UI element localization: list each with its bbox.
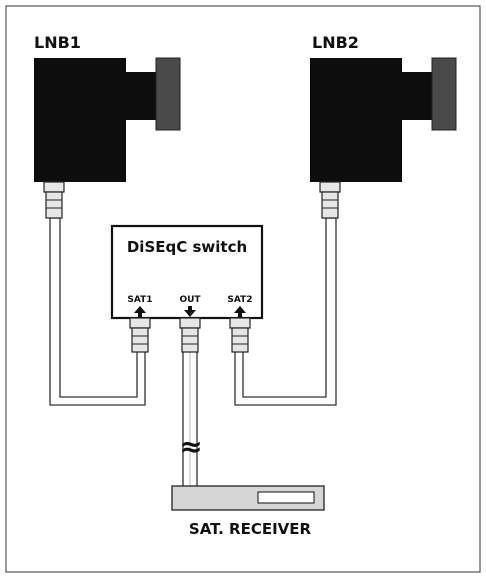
lnb2-label: LNB2 (312, 33, 359, 52)
port-sat2-label: SAT2 (227, 295, 252, 305)
sat-receiver (171, 485, 325, 511)
lnb1-connector-plug (45, 191, 63, 219)
lnb1-connector-nut (43, 181, 65, 193)
lnb1-body (34, 58, 126, 182)
switch-title: DiSEqC switch (127, 238, 247, 256)
port-out-label: OUT (179, 295, 201, 305)
lnb1-label: LNB1 (34, 33, 81, 52)
arrow-up-icon (134, 306, 146, 317)
lnb2-flange (431, 57, 457, 131)
cable-break-symbol: ≈ (179, 430, 202, 463)
lnb2 (310, 57, 457, 219)
lnb2-connector-plug (321, 191, 339, 219)
connector-sat1 (129, 317, 151, 353)
receiver-label: SAT. RECEIVER (189, 520, 312, 538)
connector-out (179, 317, 201, 353)
arrow-down-icon (184, 306, 196, 317)
port-sat1-label: SAT1 (127, 295, 152, 305)
lnb2-neck (400, 72, 434, 120)
switch-box (110, 224, 264, 320)
lnb1 (34, 57, 181, 219)
receiver-display (257, 491, 315, 504)
lnb1-flange (155, 57, 181, 131)
diseqc-switch: DiSEqC switch SAT1 OUT SAT2 (110, 224, 264, 320)
arrow-up-icon (234, 306, 246, 317)
lnb2-body (310, 58, 402, 182)
lnb2-connector-nut (319, 181, 341, 193)
connector-sat2 (229, 317, 251, 353)
lnb1-neck (124, 72, 158, 120)
